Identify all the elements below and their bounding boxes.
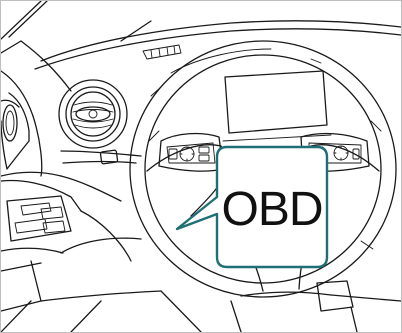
instrument-display bbox=[223, 71, 331, 141]
windshield-frame bbox=[1, 1, 401, 91]
defrost-vent bbox=[143, 45, 181, 59]
obd-label: OBD bbox=[221, 183, 322, 236]
lower-column bbox=[161, 281, 401, 332]
air-vent bbox=[59, 80, 127, 148]
window-switch-panel bbox=[1, 181, 81, 311]
door-panel bbox=[1, 71, 61, 176]
left-control-pad bbox=[159, 134, 223, 172]
